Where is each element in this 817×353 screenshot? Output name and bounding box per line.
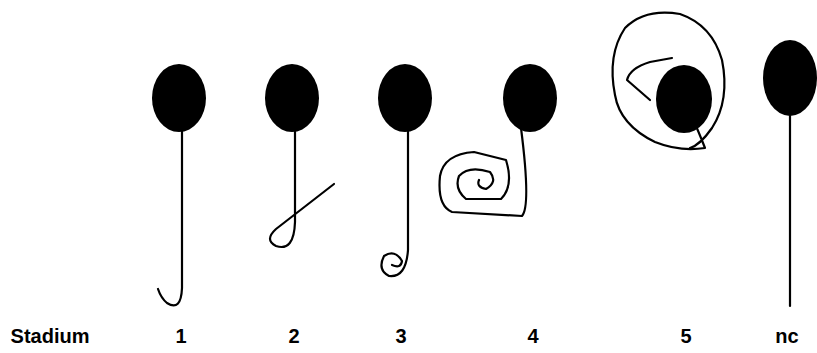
head-stage-2 bbox=[265, 64, 319, 132]
head-stage-3 bbox=[378, 64, 432, 132]
stage-number: 1 bbox=[175, 326, 186, 346]
stage-number: nc bbox=[775, 326, 798, 346]
stage-number: 5 bbox=[680, 326, 691, 346]
head-stage-4 bbox=[503, 64, 557, 132]
tail-stage-2 bbox=[270, 130, 334, 247]
tail-stage-1 bbox=[158, 130, 182, 305]
stage-number: 4 bbox=[527, 326, 538, 346]
tail-stage-5 bbox=[613, 13, 725, 150]
tail-stage-nc bbox=[789, 116, 791, 306]
stage-number: 3 bbox=[395, 326, 406, 346]
stage-number: 2 bbox=[288, 326, 299, 346]
axis-title: Stadium bbox=[11, 326, 90, 346]
tail-stage-3 bbox=[381, 130, 408, 276]
tail-stage-4 bbox=[440, 128, 527, 216]
head-stage-5 bbox=[656, 65, 712, 133]
head-stage-1 bbox=[152, 64, 206, 132]
head-stage-nc bbox=[763, 40, 817, 116]
